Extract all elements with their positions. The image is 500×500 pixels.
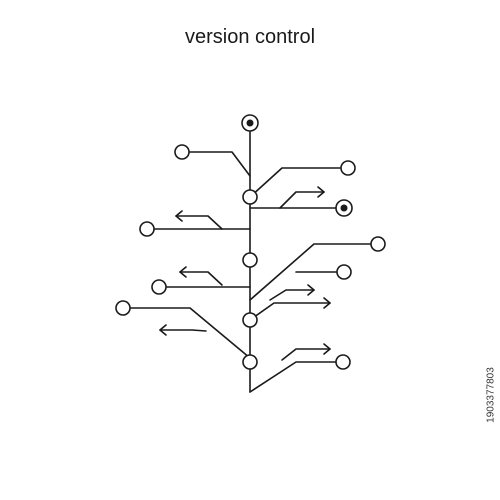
arrow-right-1 (279, 191, 325, 209)
node-upper-left (174, 144, 190, 160)
arrow-left-3-head (159, 324, 167, 336)
stock-id-text: 1903377803 (485, 367, 497, 423)
diagram-title: version control (184, 26, 316, 48)
target-node-right-dot (340, 204, 348, 212)
arrow-right-3 (249, 302, 331, 321)
trunk-node-3 (242, 312, 258, 328)
arrow-right-4 (281, 348, 331, 361)
branch-upper-right (249, 167, 341, 198)
arrow-right-3-head (323, 297, 331, 309)
top-target-node-dot (246, 119, 254, 127)
branch-upper-left (189, 151, 251, 177)
trunk-node-2 (242, 252, 258, 268)
branch-bottom-right (249, 361, 337, 393)
stock-id-label: 1903377803 (484, 300, 498, 490)
arrow-left-1-head (175, 210, 183, 222)
node-upper-right (340, 160, 356, 176)
trunk-node-4 (242, 354, 258, 370)
node-right-mid (336, 264, 352, 280)
arrow-right-2 (269, 289, 315, 301)
node-left-1 (139, 221, 155, 237)
arrow-right-1-head (317, 186, 325, 198)
arrow-right-2-head (307, 284, 315, 296)
arrow-left-3 (159, 329, 207, 332)
node-left-2 (151, 279, 167, 295)
branch-left-3 (129, 307, 251, 359)
node-bottom-right (335, 354, 351, 370)
arrow-left-2-head (179, 266, 187, 278)
arrow-left-2 (179, 271, 223, 286)
trunk-node-1 (242, 189, 258, 205)
node-left-3 (115, 300, 131, 316)
branch-right-long (249, 243, 371, 301)
node-right-long (370, 236, 386, 252)
arrow-right-4-head (323, 343, 331, 355)
arrow-left-1 (175, 215, 223, 230)
